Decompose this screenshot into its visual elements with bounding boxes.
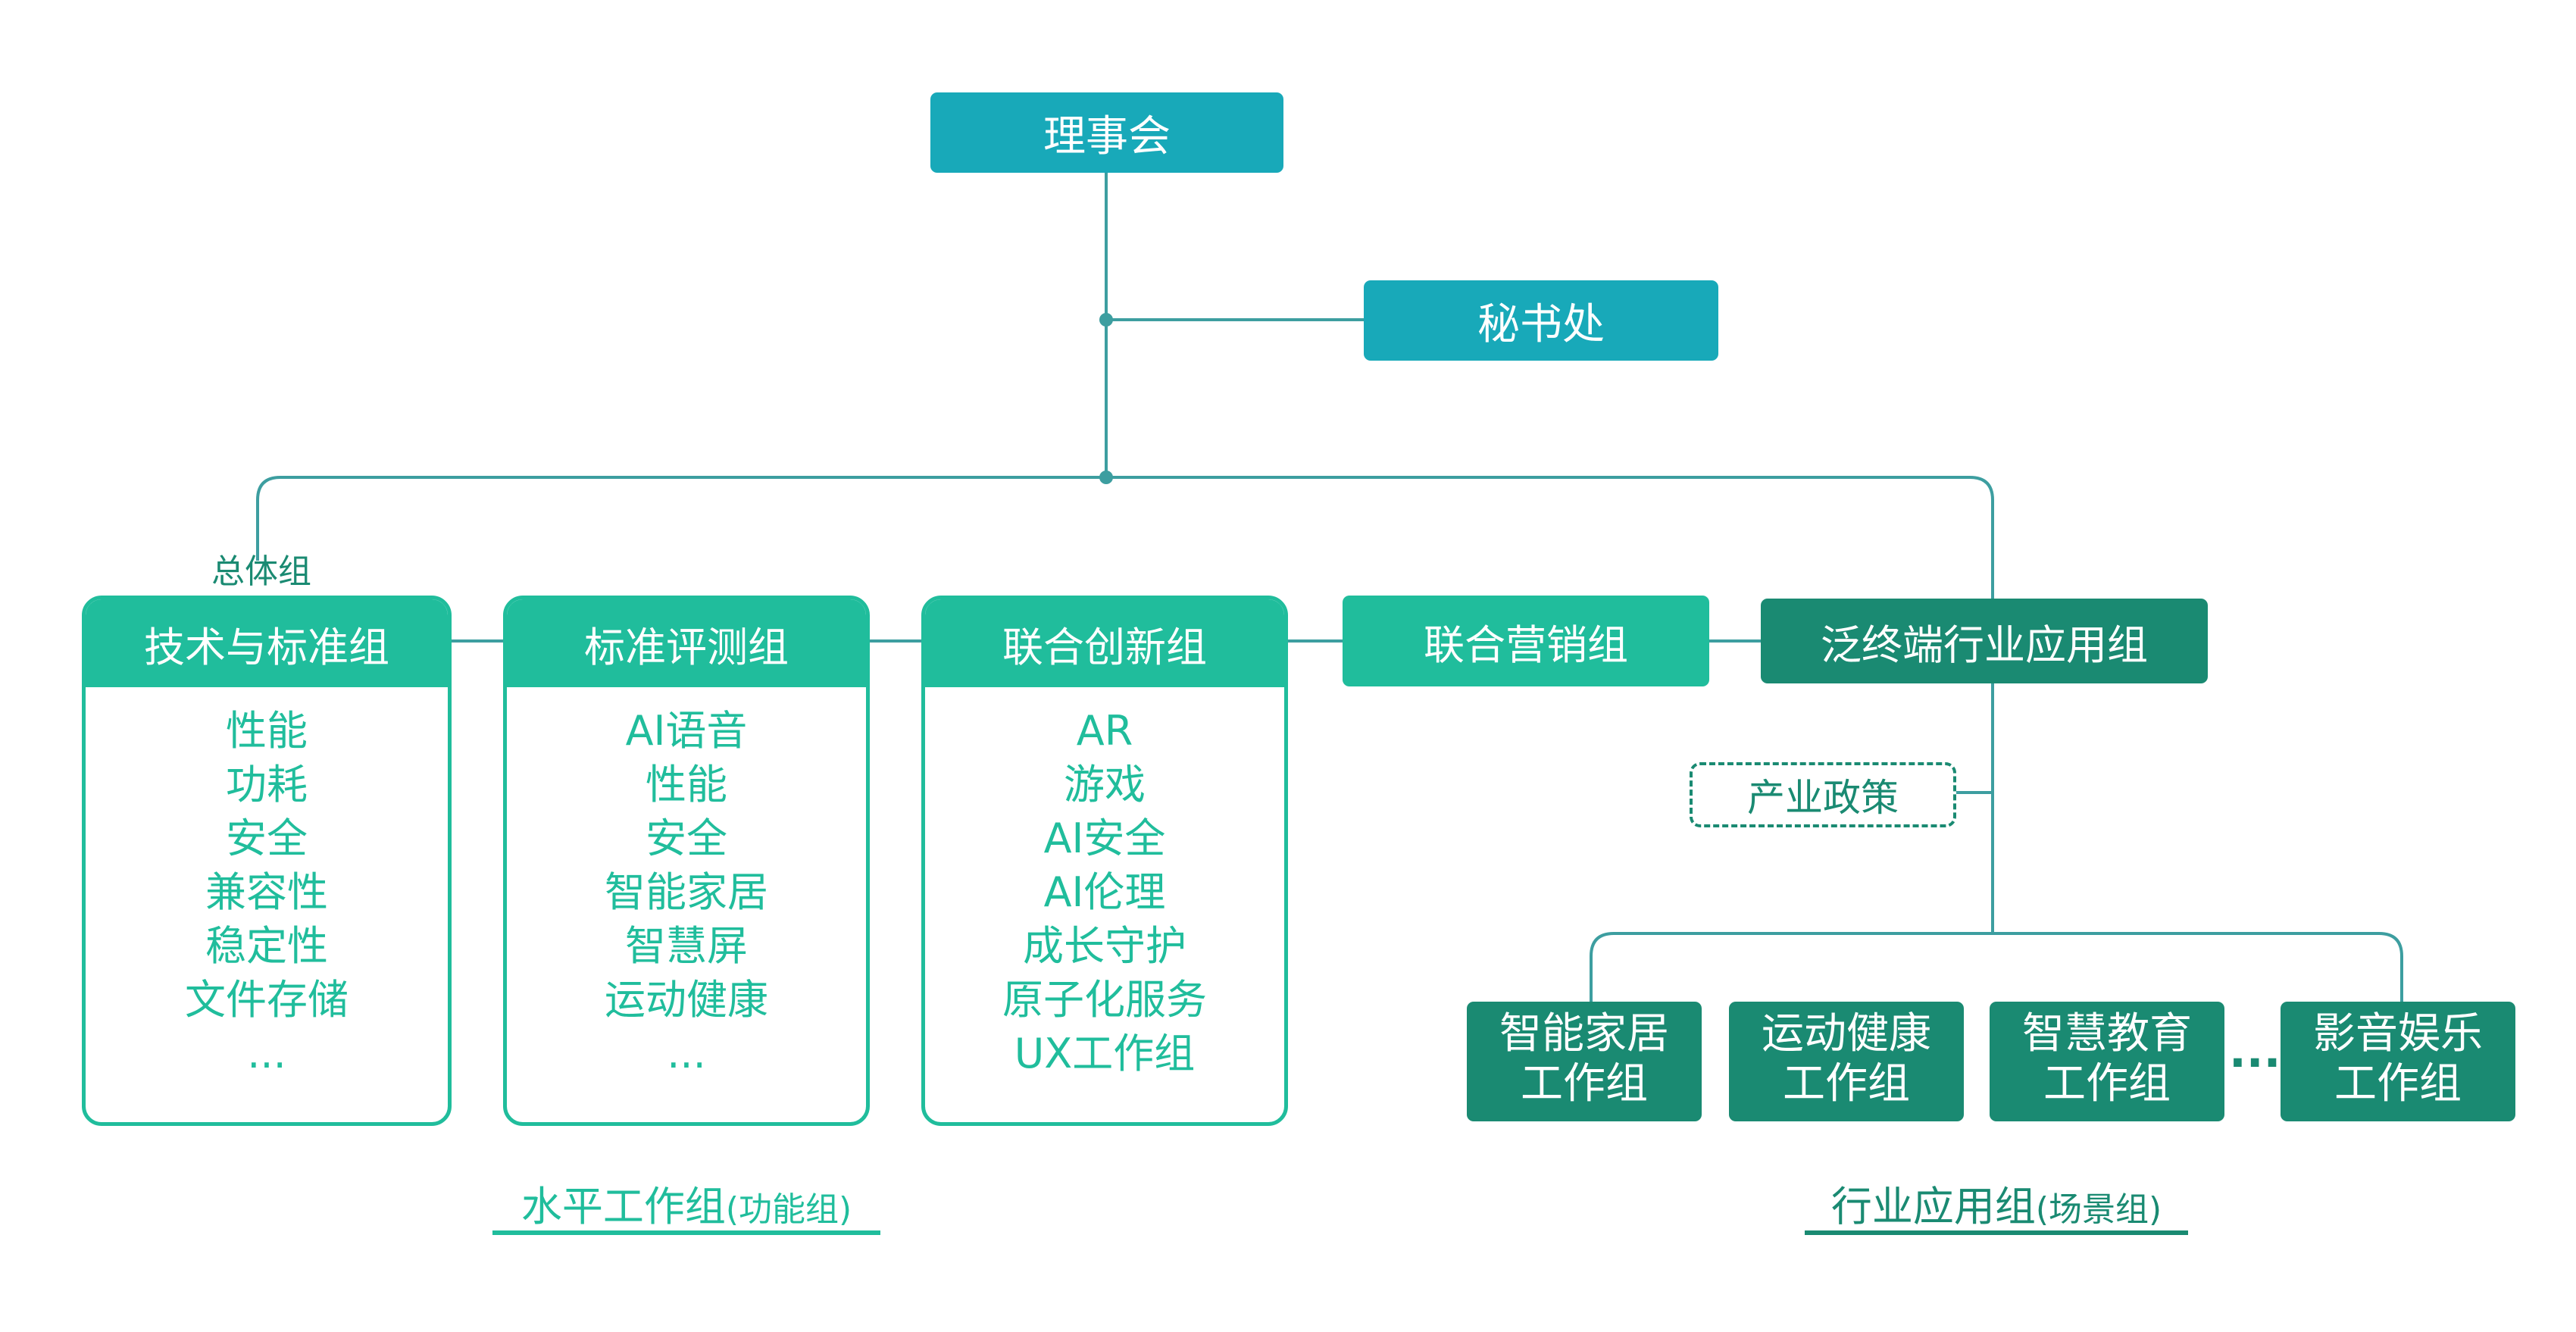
caption-main: 水平工作组 xyxy=(521,1183,726,1230)
group-item: 稳定性 xyxy=(205,922,328,970)
group-item: AI伦理 xyxy=(1043,868,1166,916)
scene-group-name: 影音娱乐 xyxy=(2313,1009,2483,1058)
group-card-standard-testing: 标准评测组 AI语音 性能 安全 智能家居 智慧屏 运动健康 ... xyxy=(503,596,870,1126)
group-item: 功耗 xyxy=(226,761,308,808)
group-item: 兼容性 xyxy=(205,868,328,916)
scene-group-suffix: 工作组 xyxy=(2043,1059,2171,1108)
scene-group-smart-home: 智能家居 工作组 xyxy=(1467,1002,1702,1121)
scene-group-suffix: 工作组 xyxy=(1783,1059,1910,1108)
marketing-group-node: 联合营销组 xyxy=(1343,596,1709,686)
group-item: 性能 xyxy=(646,761,727,808)
group-item: 运动健康 xyxy=(605,976,768,1024)
group-item: UX工作组 xyxy=(1014,1030,1196,1077)
caption-paren: (功能组) xyxy=(725,1190,852,1229)
caption-paren: (场景组) xyxy=(2035,1190,2162,1229)
group-item: 安全 xyxy=(646,815,727,862)
caption-main: 行业应用组 xyxy=(1830,1183,2036,1230)
group-title: 技术与标准组 xyxy=(86,599,448,687)
group-item: 游戏 xyxy=(1064,761,1146,808)
scene-group-suffix: 工作组 xyxy=(2334,1059,2462,1108)
group-item: ... xyxy=(247,1030,286,1077)
group-item: 性能 xyxy=(226,707,308,755)
group-item: 成长守护 xyxy=(1023,922,1186,970)
group-card-tech-standards: 技术与标准组 性能 功耗 安全 兼容性 稳定性 文件存储 ... xyxy=(82,596,452,1126)
secretariat-node: 秘书处 xyxy=(1364,280,1718,361)
group-item: 智慧屏 xyxy=(625,922,748,970)
scene-group-name: 智能家居 xyxy=(1499,1009,1669,1058)
scene-group-name: 智慧教育 xyxy=(2022,1009,2192,1058)
industry-policy-box: 产业政策 xyxy=(1690,762,1956,827)
council-node: 理事会 xyxy=(930,92,1283,173)
group-item: AR xyxy=(1076,707,1133,755)
group-item: 文件存储 xyxy=(185,976,349,1024)
scene-group-suffix: 工作组 xyxy=(1521,1059,1648,1108)
horizontal-groups-caption: 水平工作组(功能组) xyxy=(492,1173,880,1233)
group-item: 安全 xyxy=(226,815,308,862)
more-groups-ellipsis: ··· xyxy=(2229,1037,2281,1090)
group-item: AI语音 xyxy=(625,707,748,755)
scene-group-audio-video: 影音娱乐 工作组 xyxy=(2281,1002,2515,1121)
group-title: 联合创新组 xyxy=(925,599,1284,687)
industry-group-node: 泛终端行业应用组 xyxy=(1761,599,2208,683)
scene-group-smart-education: 智慧教育 工作组 xyxy=(1990,1002,2224,1121)
group-item: 原子化服务 xyxy=(1002,976,1207,1024)
general-group-label: 总体组 xyxy=(211,552,311,591)
group-title: 标准评测组 xyxy=(507,599,866,687)
scene-group-name: 运动健康 xyxy=(1762,1009,1931,1058)
group-card-joint-innovation: 联合创新组 AR 游戏 AI安全 AI伦理 成长守护 原子化服务 UX工作组 xyxy=(921,596,1288,1126)
industry-groups-caption: 行业应用组(场景组) xyxy=(1805,1173,2188,1233)
group-item: 智能家居 xyxy=(605,868,768,916)
scene-group-sports-health: 运动健康 工作组 xyxy=(1729,1002,1964,1121)
group-item: AI安全 xyxy=(1043,815,1166,862)
group-item: ... xyxy=(667,1030,706,1077)
